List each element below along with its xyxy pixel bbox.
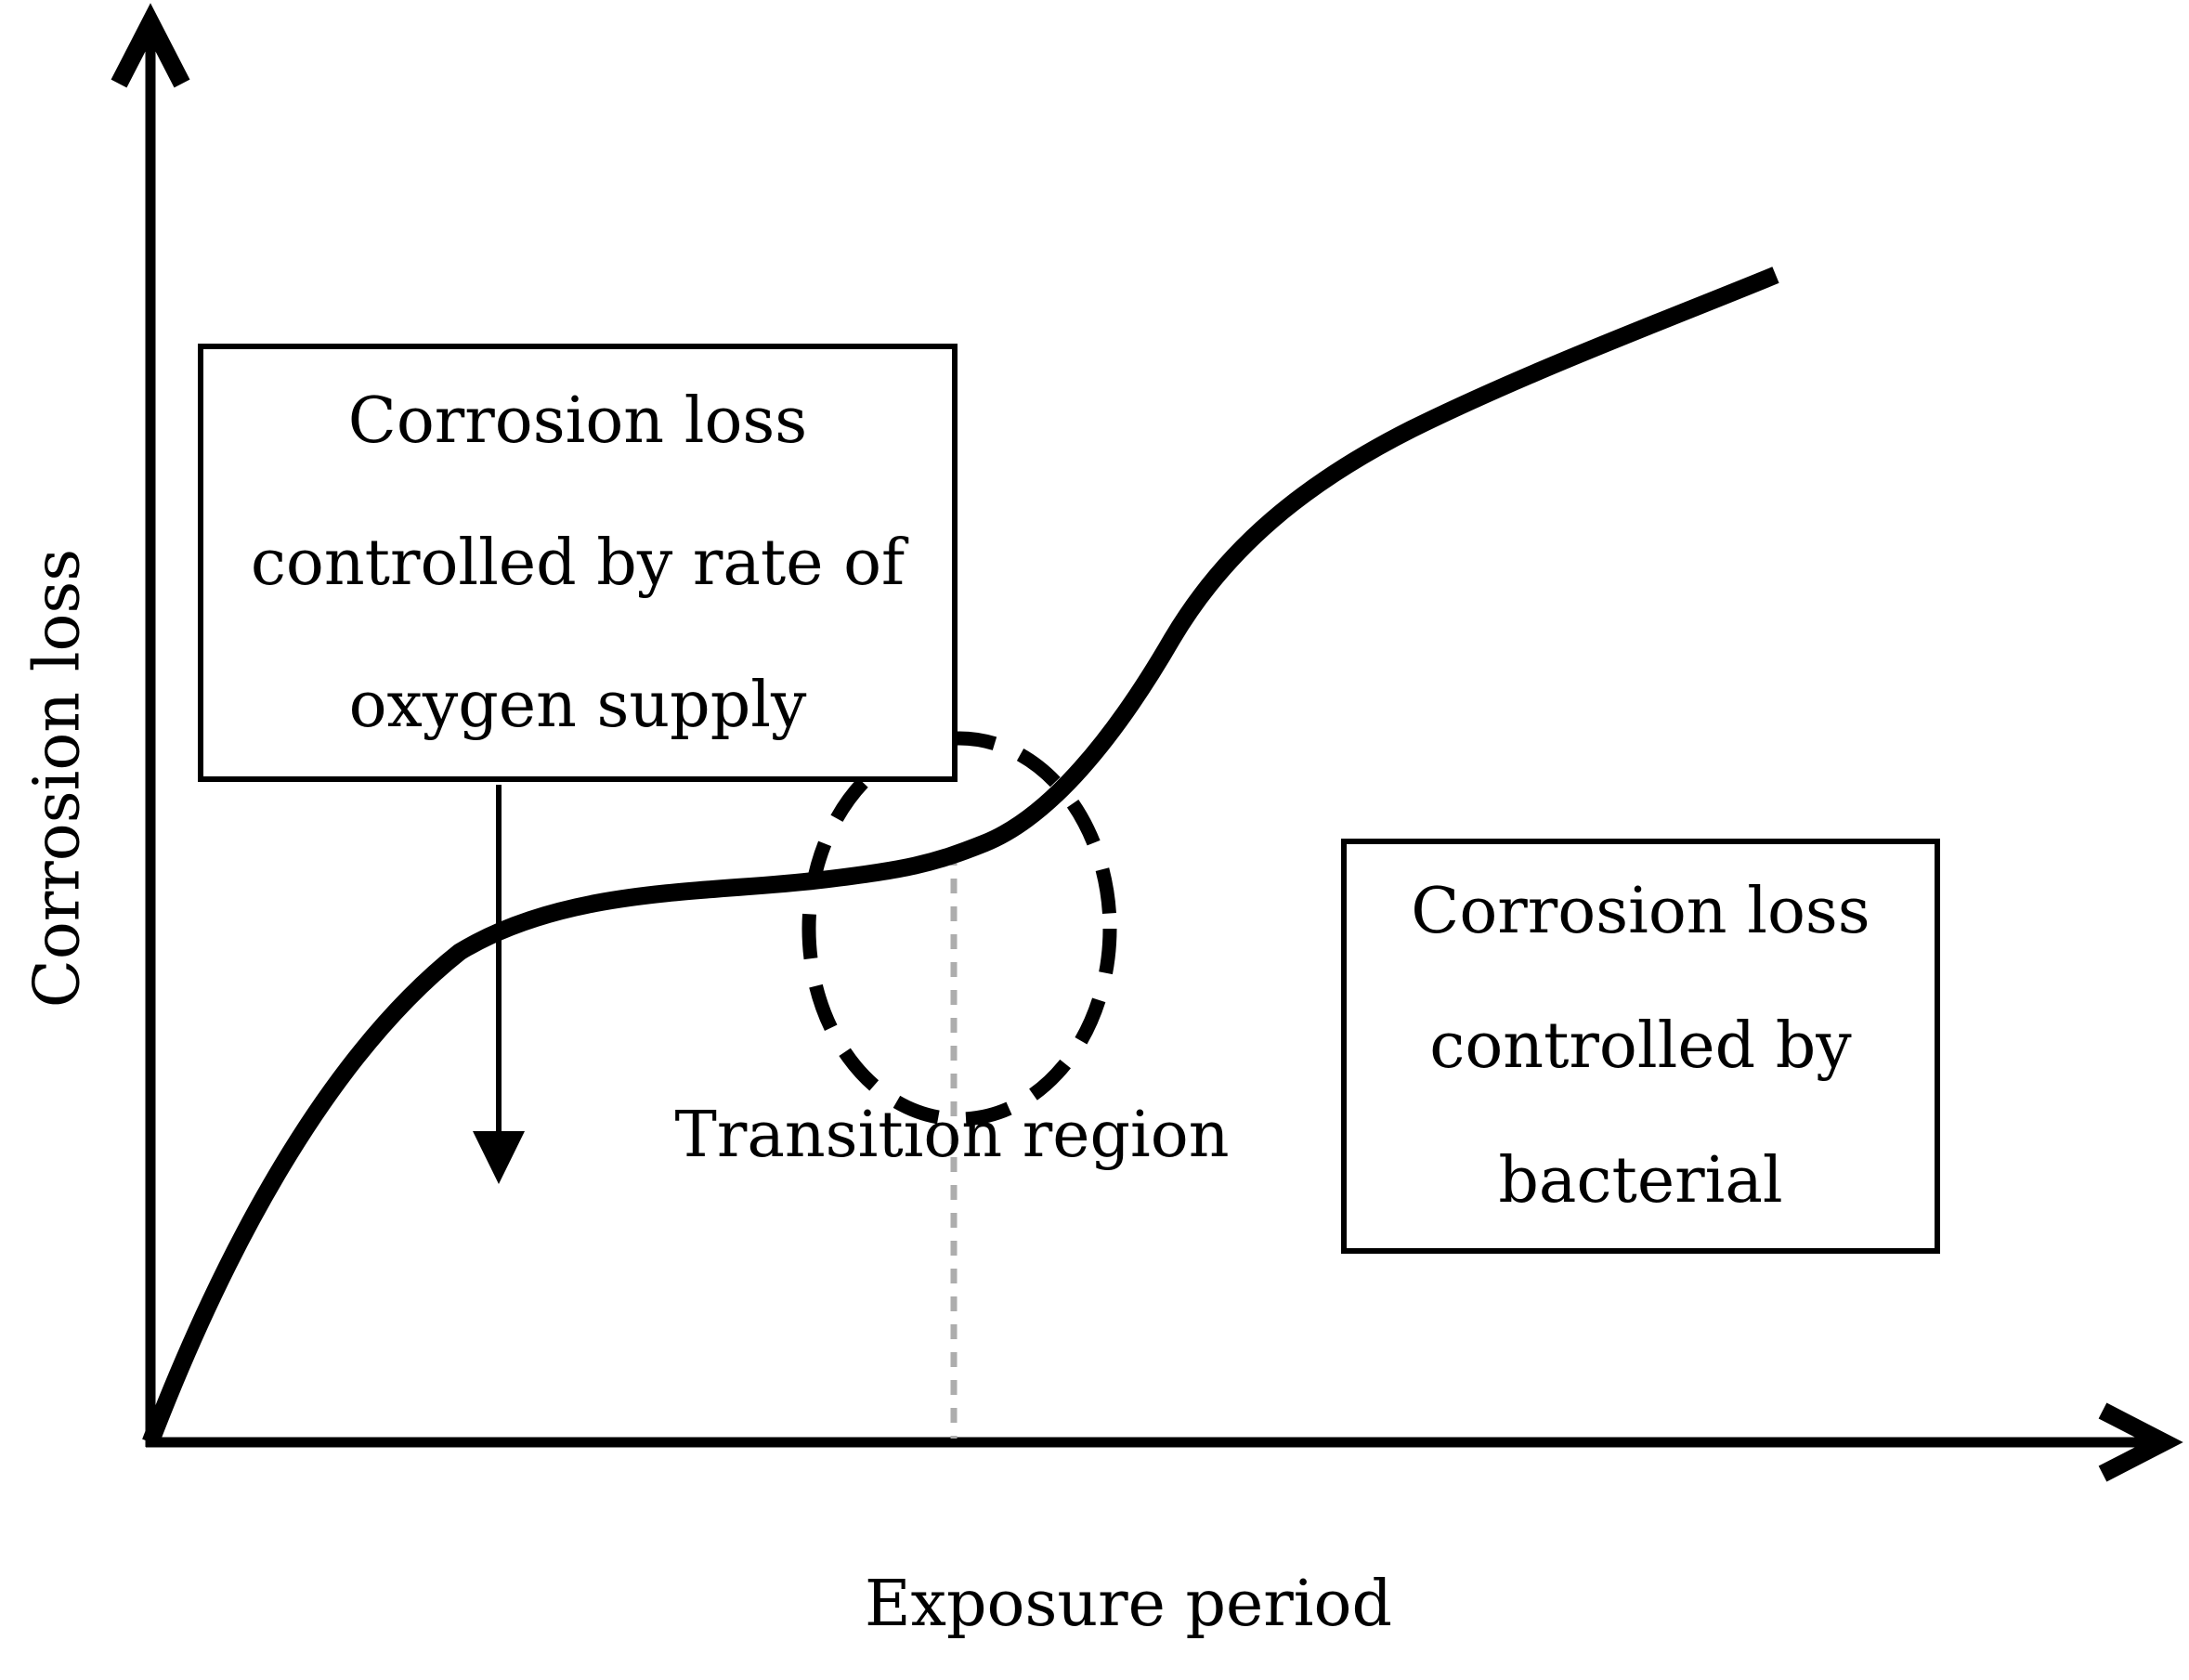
pointer-arrowhead-icon	[473, 1131, 525, 1184]
transition-region-circle	[801, 731, 1117, 1127]
x-axis-label: Exposure period	[864, 1568, 1392, 1641]
oxygen-annotation-box: Corrosion loss controlled by rate of oxy…	[198, 344, 958, 782]
bacterial-box-line-3: bacterial	[1498, 1144, 1783, 1218]
oxygen-box-line-3: oxygen supply	[348, 668, 807, 742]
bacterial-box-line-1: Corrosion loss	[1411, 875, 1870, 948]
oxygen-box-line-1: Corrosion loss	[347, 384, 808, 458]
bacterial-annotation-box: Corrosion loss controlled by bacterial	[1341, 839, 1940, 1254]
bacterial-box-line-2: controlled by	[1429, 1009, 1852, 1083]
x-axis-arrowhead-icon	[2098, 1402, 2183, 1482]
y-axis-label: Corrosion loss	[20, 548, 95, 1009]
y-axis-arrowhead-icon	[111, 3, 190, 88]
oxygen-box-line-2: controlled by rate of	[250, 526, 906, 600]
corrosion-loss-curve	[142, 267, 1779, 1446]
transition-region-label: Transition region	[674, 1099, 1230, 1172]
